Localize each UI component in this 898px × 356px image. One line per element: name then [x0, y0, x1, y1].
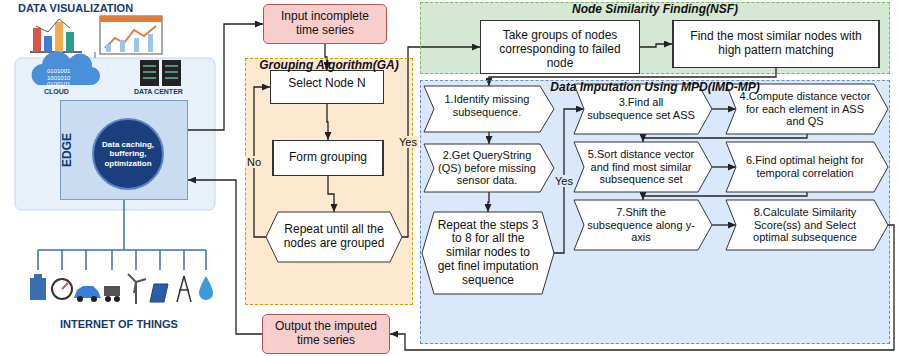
flow-arrow [712, 224, 736, 225]
process-box: Take groups of nodes corresponding to fa… [480, 20, 640, 74]
region-fill [420, 2, 890, 74]
edge-circle: Data caching, buffering, optimization [92, 118, 164, 190]
step-arrow: 6.Find optimal height for temporal corre… [726, 142, 888, 192]
flow-arrow [188, 180, 262, 334]
node-text: Data Imputation Using MPD(IMD-MP) [421, 81, 889, 95]
flow-arrow [712, 108, 736, 109]
node-text: 1.Identify missing subsequence. [437, 93, 537, 118]
node-text: Grouping Algorithm(GA) [246, 59, 412, 73]
nsf-region: Take groups of nodes corresponding to fa… [420, 2, 890, 74]
flow-arrow [488, 192, 489, 212]
iot-devices [30, 274, 213, 304]
flow-arrow [188, 24, 263, 130]
region-fill [245, 58, 413, 305]
node-text: 2.Get QueryString (QS) before missing se… [437, 149, 537, 187]
node-text: Node Similarity Finding(NSF) [421, 3, 889, 17]
node-text: 5.Sort distance vector and find most sim… [587, 148, 695, 186]
flow-arrow [488, 132, 489, 144]
flow-arrow [643, 192, 807, 200]
edge-label: Yes [553, 175, 575, 187]
node-text: Select Node N [288, 77, 365, 91]
data-center-icon [140, 60, 181, 86]
loop-hexagon: Repeat until all the nodes are grouped [266, 212, 402, 262]
node-text: Take groups of nodes corresponding to fa… [489, 29, 631, 70]
flow-arrow [328, 176, 334, 212]
process-box: Select Node N [270, 70, 384, 104]
iot-wiring [38, 200, 206, 270]
flow-arrow [643, 134, 807, 142]
loop-hexagon: Repeat the steps 3 to 8 for all the simi… [422, 212, 554, 294]
step-arrow: 5.Sort distance vector and find most sim… [574, 142, 712, 192]
group-region: Select Node N Form groupingRepeat until a… [245, 58, 413, 305]
node-text: Repeat until all the nodes are grouped [281, 223, 387, 251]
node-text: Repeat the steps 3 to 8 for all the simi… [437, 219, 539, 288]
node-text: 3.Find all subsequence set ASS [587, 96, 695, 121]
node-text: 4.Compute distance vector for each eleme… [739, 90, 871, 128]
subprocess-box: Find the most similar nodes with high pa… [672, 20, 880, 68]
flow-arrow [327, 104, 328, 140]
node-text: EDGE [61, 133, 75, 167]
node-text: 7.Shift the subsequence along y-axis [587, 206, 695, 244]
icon-label: DATA CENTER [134, 88, 183, 96]
node-text: Input incomplete time series [272, 10, 378, 38]
node-text: 6.Find optimal height for temporal corre… [739, 154, 871, 179]
node-text: 8.Calculate Similarity Score(ss) and Sel… [739, 206, 871, 244]
imputation-region: 1.Identify missing subsequence. 2.Get Que… [420, 80, 890, 344]
step-arrow: 1.Identify missing subsequence. [424, 86, 554, 132]
node-text: Form grouping [289, 151, 367, 165]
step-arrow: 2.Get QueryString (QS) before missing se… [424, 144, 554, 192]
edge-box: Data caching, buffering, optimization EDG… [60, 100, 188, 200]
flow-arrow [712, 166, 736, 167]
node-text: Output the imputed time series [271, 320, 381, 348]
edge-label: No [245, 156, 263, 168]
step-arrow: 7.Shift the subsequence along y-axis [574, 200, 712, 250]
node-text: Find the most similar nodes with high pa… [686, 30, 866, 58]
step-arrow: 8.Calculate Similarity Score(ss) and Sel… [726, 200, 888, 250]
line-chart-icon [100, 16, 162, 54]
node-text: Data caching, buffering, optimization [100, 140, 156, 168]
region-fill [420, 80, 890, 344]
icon-label: CLOUD [44, 88, 69, 96]
edge-label: Yes [397, 136, 419, 148]
section-title: INTERNET OF THINGS [60, 318, 178, 330]
input-box: Input incomplete time series [263, 4, 387, 44]
connector-line [94, 52, 96, 58]
flow-arrow [640, 44, 672, 47]
section-title: DATA VISUALIZATION [18, 2, 133, 14]
binary-text: 0101001 1001010 0100101 [47, 68, 87, 88]
bar-chart-icon [30, 19, 82, 52]
subprocess-box: Form grouping [272, 140, 384, 176]
output-box: Output the imputed time series [262, 314, 390, 354]
